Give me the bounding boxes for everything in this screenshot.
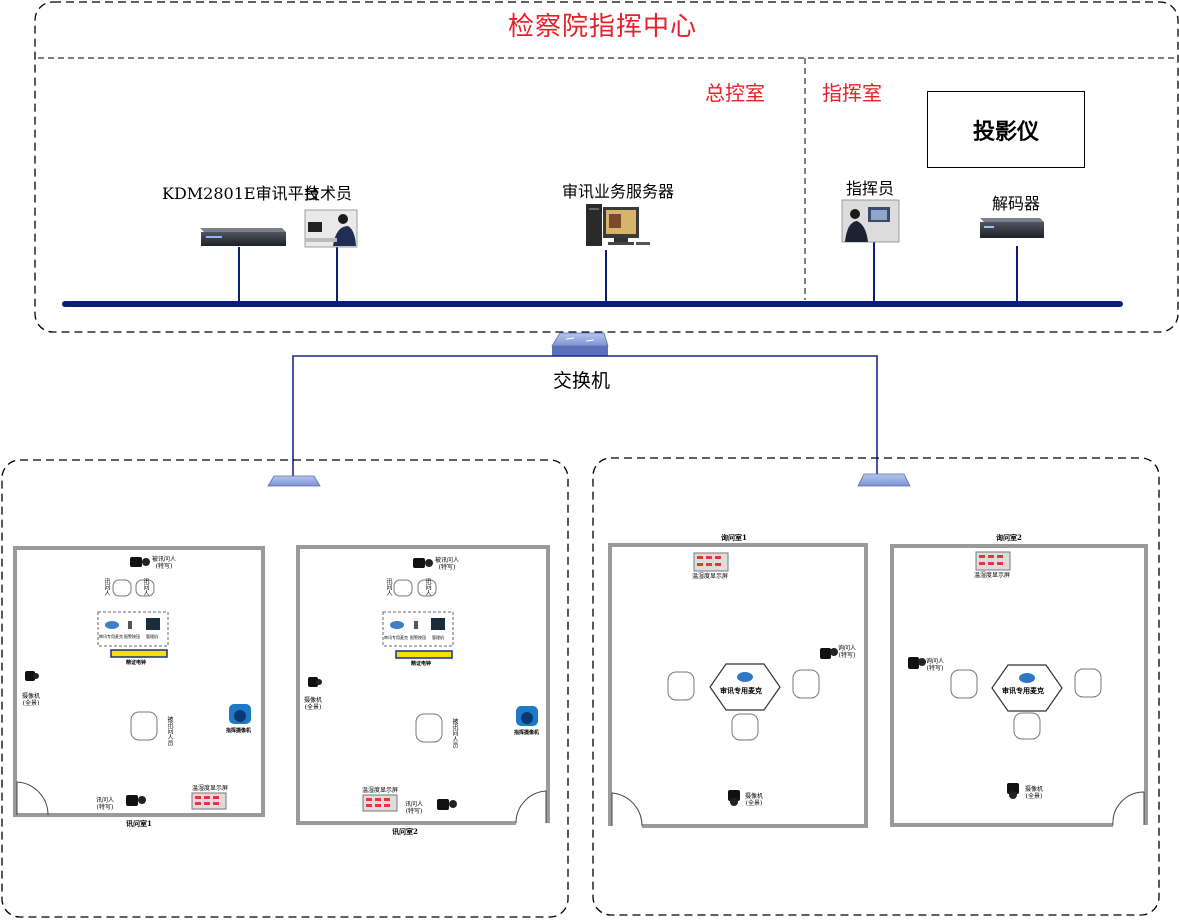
room2-command-camera-label: 指挥摄像机 <box>514 730 540 736</box>
server-computer <box>586 204 650 246</box>
room2-host-label: 管理机 <box>432 635 444 640</box>
platform-device <box>200 228 286 246</box>
decoder-label: 解码器 <box>992 194 1041 213</box>
inquiry1-person-camera-icon <box>820 648 838 659</box>
room2-desk <box>382 611 454 647</box>
inquiry1-items <box>667 552 838 806</box>
commander-label: 指挥员 <box>846 179 895 198</box>
room1-clock <box>110 649 168 658</box>
room1-clock-label: 精证电钟 <box>126 660 147 666</box>
inquiry2-temp-label: 温湿度显示屏 <box>974 572 1011 579</box>
inquiry2-items <box>908 551 1102 799</box>
room2-interrogator-camera-icon <box>437 799 457 810</box>
room2-name: 讯问室2 <box>392 827 418 836</box>
link-left <box>292 355 578 478</box>
room2-temp-display <box>362 794 398 812</box>
room2-command-camera-icon <box>516 706 538 726</box>
inquiry2-door <box>1112 791 1145 826</box>
inquiry2-person-cam-label: 询问人 (特写) <box>926 658 945 672</box>
room1-walls <box>13 546 265 817</box>
room1-panorama-label: 摄像机 (全景) <box>22 693 41 707</box>
room2-door <box>515 790 547 824</box>
interrogation-building-frame <box>1 459 569 918</box>
room2-suspect-cam-label: 被讯问人 (特写) <box>435 557 460 571</box>
room1-interrogator-camera-icon <box>126 795 146 806</box>
decoder-device <box>980 218 1044 238</box>
inquiry-building-frame <box>592 457 1160 916</box>
room1-suspect-camera-icon <box>130 557 150 567</box>
commander-photo <box>841 199 900 243</box>
room2-clock-label: 精证电钟 <box>411 661 432 667</box>
inquiry1-camera-label: 摄像机 (全景) <box>745 793 764 807</box>
inquiry1-temp-label: 温湿度显示屏 <box>692 573 729 580</box>
inquiry2-name: 询问室2 <box>996 533 1022 542</box>
page-title: 检察院指挥中心 <box>508 12 698 42</box>
platform-label: KDM2801E审讯平台 <box>162 184 320 203</box>
room1-mic-label: 审讯专用麦克 <box>99 634 123 639</box>
inquiry2-person-camera-icon <box>908 657 926 669</box>
server-label: 审讯业务服务器 <box>562 182 675 201</box>
link-right <box>578 355 878 474</box>
inquiry1-door <box>611 792 643 827</box>
room2-panorama-label: 摄像机 (全景) <box>304 697 323 711</box>
control-room-label: 总控室 <box>705 81 765 105</box>
technician-photo <box>304 209 358 248</box>
room1-host-label: 管理机 <box>146 634 158 639</box>
room1-temp-label: 温湿度显示屏 <box>192 785 229 792</box>
room1-suspect-seat-label: 被讯问人员 <box>166 716 173 746</box>
technician-label: 技术员 <box>304 184 353 203</box>
room1-items <box>25 557 251 810</box>
room1-door <box>16 781 49 816</box>
room2-alarm-label: 报警按钮 <box>410 635 426 640</box>
right-switch <box>857 473 911 487</box>
room2-suspect-seat-label: 被讯问人员 <box>451 718 458 748</box>
left-switch <box>267 475 321 487</box>
inquiry1-walls <box>608 543 868 828</box>
room1-suspect-cam-label: 被讯问人 (特写) <box>152 556 177 570</box>
room1-name: 讯问室1 <box>126 819 152 828</box>
room2-interrogator-right: 讯问人 <box>424 578 431 596</box>
room1-command-camera-label: 指挥摄像机 <box>226 728 252 734</box>
room1-alarm-label: 报警按钮 <box>124 634 140 639</box>
room1-panorama-camera-icon <box>25 671 39 681</box>
projector-box: 投影仪 <box>927 91 1085 168</box>
inquiry2-mic-label: 审讯专用麦克 <box>1002 686 1044 695</box>
inquiry2-panorama-camera-icon <box>1007 783 1019 799</box>
command-center-frame <box>34 1 1179 333</box>
room1-temp-display <box>191 792 227 810</box>
room2-clock <box>395 650 453 659</box>
room2-temp-label: 温湿度显示屏 <box>362 787 399 794</box>
inquiry1-table <box>709 663 781 711</box>
inquiry2-walls <box>890 544 1148 827</box>
main-switch <box>551 332 609 356</box>
switch-label: 交换机 <box>553 370 611 392</box>
inquiry1-temp-display <box>693 552 729 572</box>
room2-interrogator-cam-label: 讯问人 (特写) <box>405 801 424 815</box>
room1-interrogator-left: 讯问人 <box>103 578 110 596</box>
room2-suspect-camera-icon <box>413 558 433 568</box>
inquiry1-name: 询问室1 <box>721 533 747 542</box>
room1-interrogator-cam-label: 讯问人 (特写) <box>96 797 115 811</box>
inquiry1-mic-label: 审讯专用麦克 <box>720 686 762 695</box>
inquiry2-temp-display <box>975 551 1011 571</box>
room2-panorama-camera-icon <box>308 677 322 687</box>
inquiry1-panorama-camera-icon <box>728 790 740 806</box>
command-room-label: 指挥室 <box>822 81 882 105</box>
room1-desk <box>97 611 169 647</box>
room2-items <box>308 558 538 812</box>
room1-interrogator-right: 讯问人 <box>142 578 149 596</box>
inquiry2-camera-label: 摄像机 (全景) <box>1025 786 1044 800</box>
inquiry2-table <box>991 664 1063 712</box>
inquiry1-person-cam-label: 询问人 (特写) <box>838 645 857 659</box>
room2-interrogator-left: 讯问人 <box>385 578 392 596</box>
room2-walls <box>296 545 550 825</box>
room2-mic-label: 审讯专用麦克 <box>384 635 408 640</box>
room1-command-camera-icon <box>229 704 251 724</box>
